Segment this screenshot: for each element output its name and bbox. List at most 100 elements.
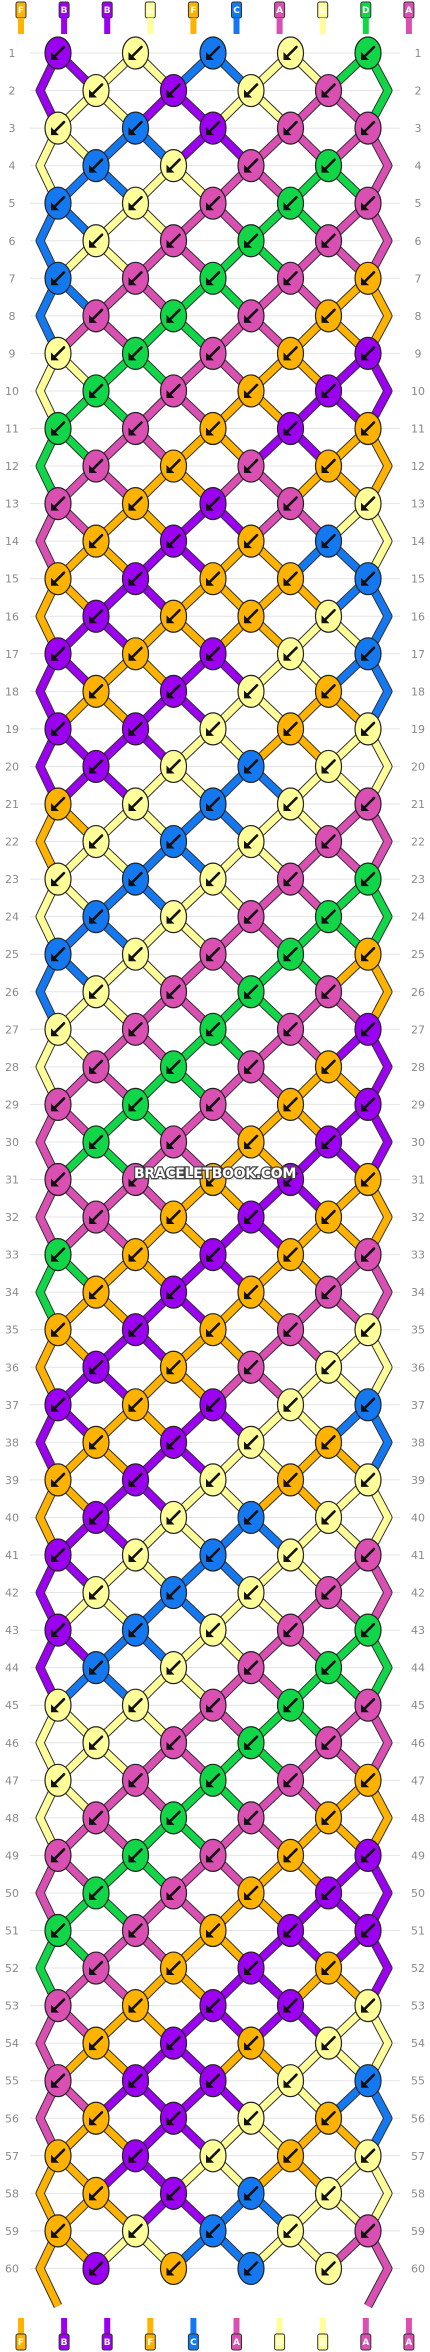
arrowhead-icon xyxy=(89,690,97,699)
arrow-down-left-icon xyxy=(323,1284,336,1298)
arrow-down-left-icon xyxy=(130,120,143,134)
knot xyxy=(199,1613,227,1647)
knot xyxy=(159,1275,188,1309)
strand-tab-swatch xyxy=(360,2333,372,2351)
strand-letter: C xyxy=(233,6,240,16)
knot xyxy=(44,1012,72,1046)
arrow-down-left-icon xyxy=(285,1472,298,1486)
arrowhead-icon xyxy=(321,1216,330,1225)
arrowhead-icon xyxy=(283,2229,292,2238)
strand-letter: E xyxy=(277,2338,283,2348)
knot xyxy=(121,1162,150,1197)
knot xyxy=(276,1613,305,1647)
row-number: 14 xyxy=(5,535,19,548)
arrowhead-icon xyxy=(166,540,175,549)
row-number: 9 xyxy=(9,347,16,360)
arrowhead-icon xyxy=(166,465,175,474)
arrow-down-left-icon xyxy=(285,1322,298,1335)
strand-tab-bottom: F xyxy=(144,2318,156,2351)
arrow-down-left-icon xyxy=(207,270,221,284)
arrowhead-icon xyxy=(361,1253,369,1262)
arrow-down-left-icon xyxy=(168,984,181,998)
arrowhead-icon xyxy=(206,803,214,811)
knot xyxy=(82,824,110,859)
row-number: 40 xyxy=(411,1511,425,1524)
knot xyxy=(159,1500,188,1535)
arrowhead-icon xyxy=(206,1253,214,1262)
knot xyxy=(159,1801,188,1835)
arrow-down-left-icon xyxy=(207,871,221,885)
arrow-down-left-icon xyxy=(130,2073,143,2086)
knot xyxy=(354,937,382,971)
arrowhead-icon xyxy=(206,1629,214,1638)
arrowhead-icon xyxy=(321,239,330,248)
strand-tab-top: E xyxy=(317,1,329,34)
arrow-down-left-icon xyxy=(52,1622,66,1636)
arrow-down-left-icon xyxy=(245,1059,259,1073)
row-number: 2 xyxy=(9,85,16,98)
arrowhead-icon xyxy=(244,1366,252,1375)
arrowhead-icon xyxy=(166,915,175,924)
knot xyxy=(82,1425,110,1459)
knot xyxy=(354,111,382,145)
arrow-down-left-icon xyxy=(323,1510,336,1523)
arrowhead-icon xyxy=(361,2229,369,2238)
arrow-down-left-icon xyxy=(285,2073,298,2086)
arrow-down-left-icon xyxy=(52,1547,66,1561)
arrow-down-left-icon xyxy=(168,308,181,322)
knot xyxy=(276,637,305,671)
row-number: 12 xyxy=(411,460,425,473)
arrow-down-left-icon xyxy=(245,984,259,998)
knot xyxy=(44,562,72,596)
arrow-down-left-icon xyxy=(285,1773,298,1786)
knot xyxy=(82,1500,110,1535)
strand-tab-swatch xyxy=(403,2333,415,2351)
knot xyxy=(44,1988,72,2023)
arrow-down-left-icon xyxy=(323,1660,336,1673)
arrow-down-left-icon xyxy=(130,1547,143,1561)
knot xyxy=(237,1575,265,1610)
arrowhead-icon xyxy=(206,352,214,361)
arrow-down-left-icon xyxy=(323,909,336,922)
knot xyxy=(82,374,110,408)
arrow-down-left-icon xyxy=(168,83,181,96)
arrowhead-icon xyxy=(89,1140,97,1149)
row-number: 29 xyxy=(5,1098,19,1111)
arrowhead-icon xyxy=(89,1366,97,1375)
row-number: 19 xyxy=(411,723,425,736)
row-number: 50 xyxy=(5,1887,19,1900)
row-number: 51 xyxy=(411,1925,425,1938)
arrow-down-left-icon xyxy=(323,308,336,322)
strand-tab-bottom: E xyxy=(274,2318,286,2351)
row-number: 24 xyxy=(5,911,19,924)
arrowhead-icon xyxy=(283,1253,292,1262)
arrowhead-icon xyxy=(206,652,214,661)
row-number: 5 xyxy=(415,197,422,210)
strand-tab-swatch xyxy=(144,2333,156,2351)
arrow-down-left-icon xyxy=(168,2261,181,2274)
arrowhead-icon xyxy=(206,2154,214,2163)
row-number: 6 xyxy=(9,235,16,248)
knot xyxy=(314,1876,343,1910)
arrowhead-icon xyxy=(361,1554,369,1562)
arrow-down-left-icon xyxy=(323,1134,336,1148)
knot xyxy=(314,1801,343,1835)
arrow-down-left-icon xyxy=(168,1284,181,1298)
knot xyxy=(354,1688,382,1722)
arrow-down-left-icon xyxy=(245,684,259,697)
arrowhead-icon xyxy=(89,1291,97,1300)
arrow-down-left-icon xyxy=(90,2261,104,2274)
row-number: 7 xyxy=(415,272,422,285)
knot xyxy=(121,562,150,596)
arrow-down-left-icon xyxy=(52,1998,66,2011)
arrowhead-icon xyxy=(244,840,252,849)
row-number: 1 xyxy=(415,47,422,60)
arrowhead-icon xyxy=(51,953,59,962)
knot xyxy=(44,1913,72,1948)
knot xyxy=(237,1200,265,1234)
row-number: 52 xyxy=(5,1962,19,1975)
knot xyxy=(354,1087,382,1122)
row-number: 32 xyxy=(411,1211,425,1224)
knot xyxy=(237,1801,265,1835)
strand-tab-bottom: B xyxy=(101,2318,113,2351)
